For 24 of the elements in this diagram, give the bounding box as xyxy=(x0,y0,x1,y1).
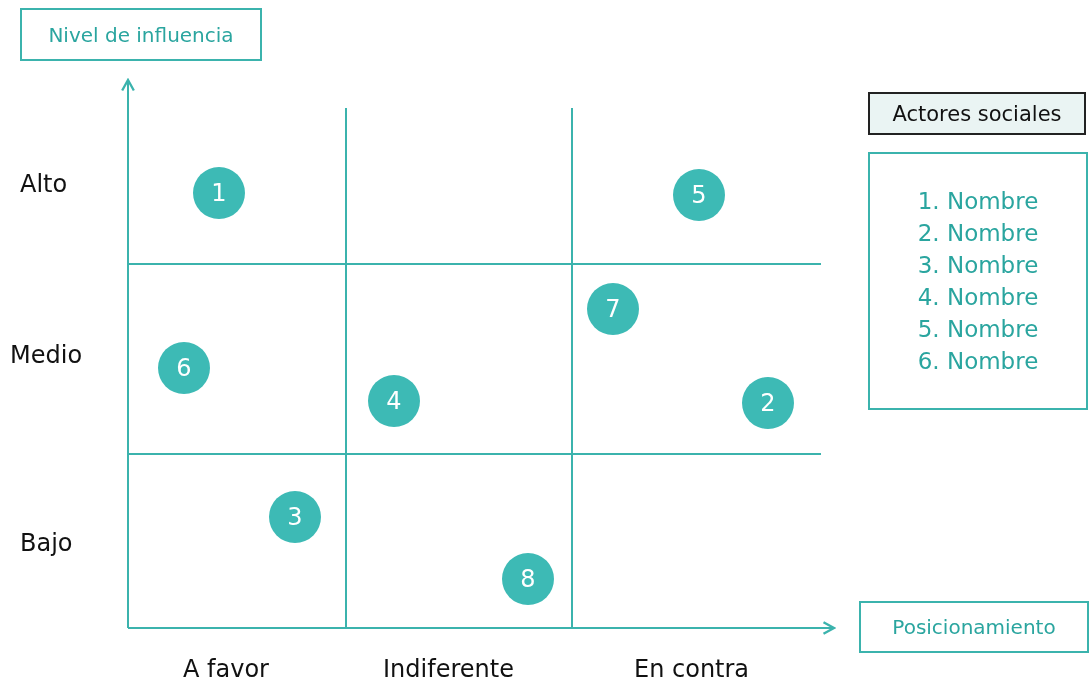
row-label: Medio xyxy=(10,341,83,369)
row-label: Bajo xyxy=(20,529,73,557)
numbered-marker: 3 xyxy=(269,491,321,543)
list-item: 6. Nombre xyxy=(917,347,1039,376)
numbered-marker: 5 xyxy=(673,169,725,221)
numbered-marker: 6 xyxy=(158,342,210,394)
column-label: A favor xyxy=(183,655,269,683)
numbered-marker: 7 xyxy=(587,283,639,335)
column-label: En contra xyxy=(634,655,750,683)
list-item: 2. Nombre xyxy=(917,219,1039,248)
list-item: 4. Nombre xyxy=(917,283,1039,312)
numbered-marker: 1 xyxy=(193,167,245,219)
list-item: 5. Nombre xyxy=(917,315,1039,344)
numbered-marker: 4 xyxy=(368,375,420,427)
axis-title-box: Posicionamiento xyxy=(859,601,1089,653)
numbered-marker: 8 xyxy=(502,553,554,605)
list-item: 1. Nombre xyxy=(917,187,1039,216)
axis-title-box: Nivel de influencia xyxy=(20,8,262,61)
list-item: 3. Nombre xyxy=(917,251,1039,280)
legend-header: Actores sociales xyxy=(868,92,1086,135)
column-label: Indiferente xyxy=(383,655,514,683)
row-label: Alto xyxy=(20,170,68,198)
numbered-marker: 2 xyxy=(742,377,794,429)
legend-panel xyxy=(868,152,1088,410)
